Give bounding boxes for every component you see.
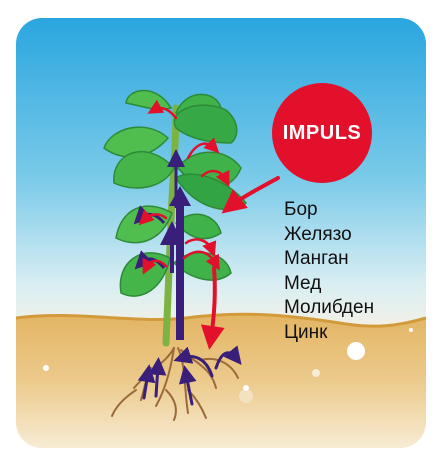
impuls-badge: IMPULS — [272, 83, 372, 183]
list-item: Манган — [284, 247, 374, 272]
stem — [166, 108, 176, 343]
micronutrient-list: Бор Желязо Манган Мед Молибден Цинк — [284, 198, 374, 345]
list-item: Мед — [284, 272, 374, 297]
list-item: Желязо — [284, 223, 374, 248]
impuls-label: IMPULS — [283, 122, 362, 145]
illustration-card: IMPULS Бор Желязо Манган Мед Молибден Ци… — [16, 18, 426, 448]
list-item: Бор — [284, 198, 374, 223]
list-item: Цинк — [284, 321, 374, 346]
list-item: Молибден — [284, 296, 374, 321]
